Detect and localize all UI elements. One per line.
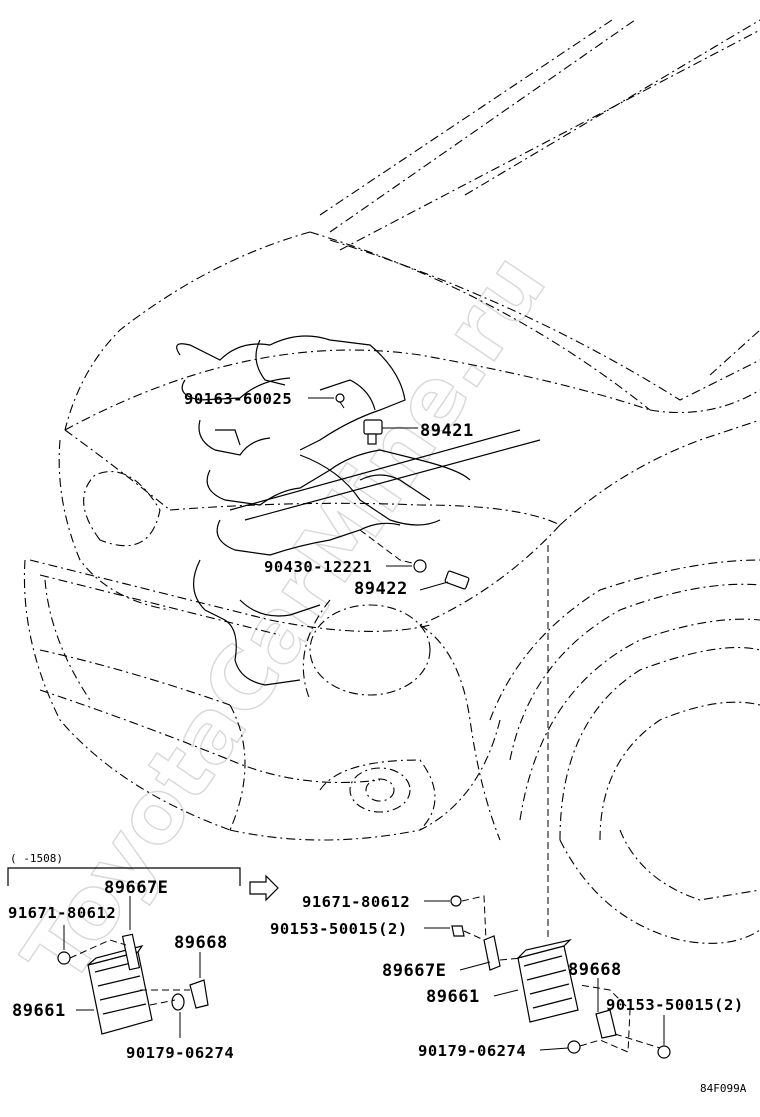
label-right-89667e: 89667E (382, 961, 446, 981)
label-right-89668: 89668 (568, 960, 622, 980)
left-ecu-assembly (57, 933, 209, 1035)
label-left-89667e: 89667E (104, 878, 168, 898)
label-90163-60025: 90163-60025 (184, 390, 292, 408)
sensor-89422 (444, 570, 470, 590)
label-right-89661: 89661 (426, 987, 480, 1007)
bolt-90163-60025 (335, 393, 345, 409)
label-left-91671-80612: 91671-80612 (8, 904, 116, 922)
vehicle-outline (23, 17, 760, 944)
label-right-90179-06274: 90179-06274 (418, 1042, 526, 1060)
right-ecu-assembly (450, 895, 671, 1059)
label-89421: 89421 (420, 421, 474, 441)
label-right-91671-80612: 91671-80612 (302, 893, 410, 911)
label-left-90179-06274: 90179-06274 (126, 1044, 234, 1062)
label-90430-12221: 90430-12221 (264, 558, 372, 576)
diagram-code: 84F099A (700, 1082, 747, 1095)
watermark: ToyotaCarMine.ru (5, 237, 566, 1002)
gasket-90430-12221 (413, 559, 427, 573)
knock-sensor-89421 (363, 419, 383, 445)
label-89422: 89422 (354, 579, 408, 599)
label-left-89668: 89668 (174, 933, 228, 953)
bracket-note: ( -1508) (10, 852, 63, 865)
label-left-89661: 89661 (12, 1001, 66, 1021)
label-right-90153-50015: 90153-50015(2) (270, 920, 408, 938)
inset-bracket: ( -1508) (7, 852, 241, 886)
label-right-90153-50015-b: 90153-50015(2) (606, 996, 744, 1014)
arrow-right (249, 874, 279, 902)
engine-block (176, 335, 541, 686)
